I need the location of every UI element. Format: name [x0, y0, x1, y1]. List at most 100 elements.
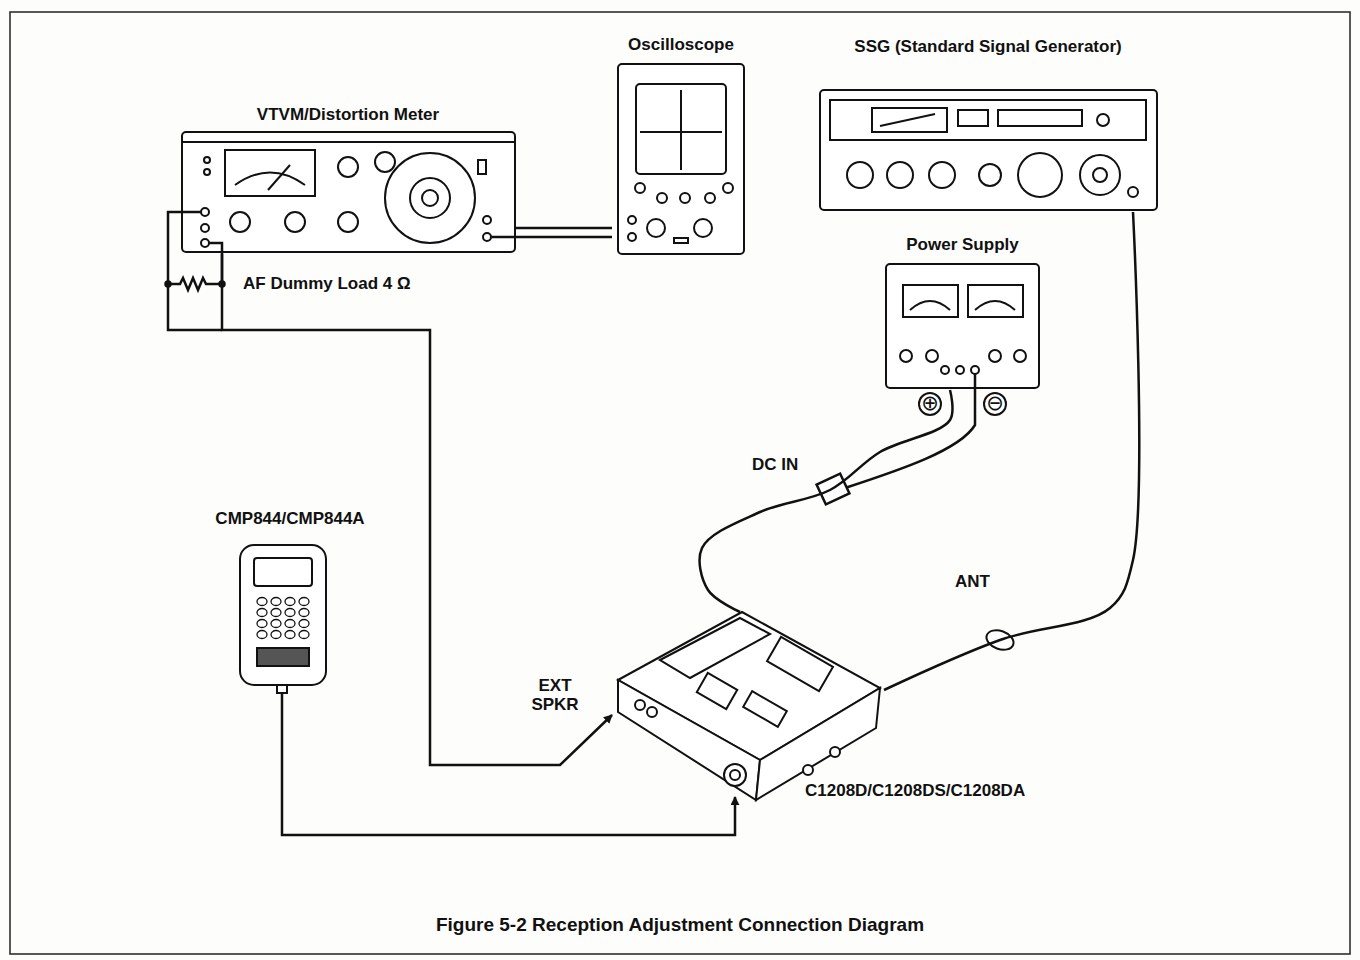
power-supply	[886, 264, 1039, 415]
power-supply-part	[975, 301, 1015, 310]
microphone: CMP844/CMP844A	[190, 508, 390, 693]
microphone-part	[257, 648, 309, 666]
signal-generator-part	[1097, 114, 1109, 126]
vtvm-meter	[182, 132, 515, 252]
scope-wire	[491, 236, 612, 239]
vtvm-meter-part	[235, 173, 305, 186]
signal-generator-part	[929, 162, 955, 188]
vtvm-meter-part	[483, 233, 491, 241]
vtvm-meter-part	[338, 212, 358, 232]
oscilloscope-part	[628, 216, 636, 224]
dc-cable-part	[845, 374, 975, 488]
signal-generator-part	[979, 164, 1001, 186]
radio-chassis	[618, 612, 880, 800]
radio-chassis-part	[647, 707, 657, 717]
vtvm-meter-part	[204, 157, 210, 163]
scope-wire-part	[491, 236, 612, 239]
radio-chassis-part	[724, 764, 746, 786]
vtvm-meter-part	[338, 157, 358, 177]
microphone-part	[240, 545, 326, 685]
power-supply-part	[910, 301, 950, 310]
signal-generator-part	[1080, 155, 1120, 195]
radio-chassis-part	[697, 673, 737, 709]
oscilloscope-part	[628, 233, 636, 241]
vtvm-meter-part	[375, 152, 395, 172]
cable-connector	[884, 212, 1139, 690]
oscilloscope	[618, 64, 744, 254]
connector-label: EXT SPKR	[526, 676, 584, 714]
radio-chassis-part	[635, 700, 645, 710]
vtvm-meter-part	[201, 239, 209, 247]
power-supply: Power Supply	[880, 234, 1045, 390]
vtvm-meter-part	[182, 141, 515, 143]
figure-caption: Figure 5-2 Reception Adjustment Connecti…	[0, 914, 1360, 936]
equipment-label: CMP844/CMP844A	[190, 508, 390, 529]
radio-chassis-part	[830, 747, 840, 757]
equipment-label: Power Supply	[880, 234, 1045, 255]
vtvm-meter-part	[204, 169, 210, 175]
dummy-load-label: AF Dummy Load 4 Ω	[243, 274, 411, 294]
radio-chassis-part	[730, 770, 740, 780]
oscilloscope-part	[647, 219, 665, 237]
vtvm-meter: VTVM/Distortion Meter	[180, 104, 516, 254]
signal-generator-part	[847, 162, 873, 188]
signal-generator-part	[887, 162, 913, 188]
radio-chassis-part	[618, 680, 760, 800]
equipment-label: C1208D/C1208DS/C1208DA	[805, 780, 1025, 801]
vtvm-meter-part	[201, 224, 209, 232]
vtvm-meter-part	[268, 165, 290, 190]
equipment-label: Oscilloscope	[612, 34, 750, 55]
signal-generator	[820, 90, 1157, 210]
oscilloscope: Oscilloscope	[612, 34, 750, 256]
vtvm-meter-part	[422, 190, 438, 206]
vtvm-meter-part	[483, 216, 491, 224]
power-supply-part	[1014, 350, 1026, 362]
signal-generator-part	[998, 110, 1082, 126]
power-supply-part	[989, 350, 1001, 362]
dummy-load-wiring	[166, 212, 225, 330]
signal-generator-part	[872, 108, 947, 132]
power-supply-part	[900, 350, 912, 362]
polarity-mark: ⊖	[986, 393, 1004, 413]
power-supply-part	[968, 285, 1023, 317]
power-supply-part	[919, 393, 941, 415]
oscilloscope-part	[674, 238, 688, 243]
microphone-part	[277, 685, 287, 693]
oscilloscope-part	[705, 193, 715, 203]
oscilloscope-part	[723, 183, 733, 193]
power-supply-part	[956, 366, 964, 374]
dummy-load-wiring-part	[166, 282, 171, 287]
equipment-label: VTVM/Distortion Meter	[180, 104, 516, 125]
vtvm-meter-part	[182, 132, 515, 252]
cable-connector	[516, 227, 612, 230]
signal-generator: SSG (Standard Signal Generator)	[815, 36, 1161, 212]
microphone-part	[255, 596, 311, 640]
radio-unit: C1208D/C1208DS/C1208DA	[612, 612, 884, 797]
radio-chassis-part	[767, 637, 833, 691]
vtvm-meter-part	[225, 150, 315, 196]
radio-chassis-part	[743, 691, 787, 727]
polarity-mark: ⊕	[921, 393, 939, 413]
power-supply-part	[903, 285, 958, 317]
oscilloscope-part	[636, 84, 726, 174]
signal-generator-part	[958, 110, 988, 126]
equipment-label: SSG (Standard Signal Generator)	[815, 36, 1161, 57]
signal-generator-part	[880, 114, 935, 126]
oscilloscope-part	[680, 193, 690, 203]
power-supply-part	[886, 264, 1039, 388]
oscilloscope-part	[680, 90, 682, 170]
microphone-part	[254, 558, 312, 586]
signal-generator-part	[1018, 153, 1062, 197]
signal-generator-part	[1093, 168, 1107, 182]
cable-connector	[282, 693, 735, 835]
oscilloscope-part	[694, 219, 712, 237]
cable-connector	[700, 390, 953, 612]
signal-generator-part	[1128, 187, 1138, 197]
connector-label: ANT	[953, 572, 992, 591]
oscilloscope-part	[618, 64, 744, 254]
oscilloscope-part	[657, 193, 667, 203]
vtvm-meter-part	[385, 153, 475, 243]
